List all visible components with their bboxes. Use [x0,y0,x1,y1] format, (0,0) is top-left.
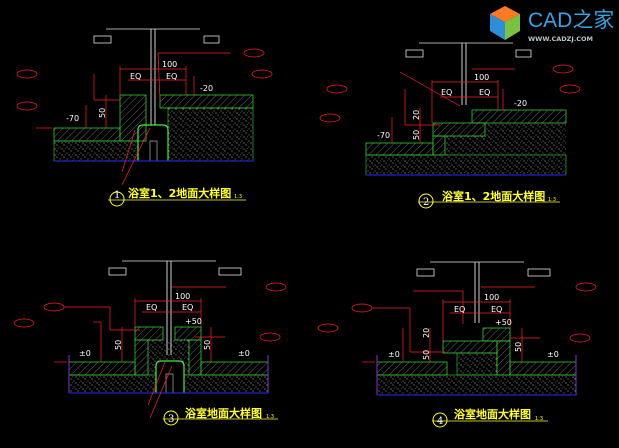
level-mark-a: +50 [185,317,202,326]
dim-width: 100 [474,73,489,82]
room-label-box [108,267,127,276]
detail-scale: 1:3 [548,197,556,203]
detail-title: 浴室1、2地面大样图 [442,189,545,203]
level-mark-b-right: ±0 [547,350,559,359]
logo-url: WWW.CADZJ.COM [528,35,593,43]
level-mark-b-left: ±0 [388,350,400,359]
detail-panel-4: 100 EQ EQ +50 ±0 ±0 20 50 50 4 浴室地面大样图 1… [317,261,597,428]
level-mark-b: -70 [377,131,390,140]
detail-panel-2: 100 EQ EQ -20 -70 20 50 2 浴室1、2地面大样图 1:3 [319,42,581,209]
detail-number: 4 [437,416,443,427]
level-mark-a: -20 [514,99,527,108]
dim-eq-left: EQ [146,303,157,312]
detail-number: 1 [114,190,120,201]
dim-height-right: 50 [514,342,523,352]
dim-width: 100 [162,60,177,69]
dim-height-a: 20 [422,328,431,338]
room-label-box [416,268,435,277]
room-label-box [527,268,551,277]
detail-scale: 1:3 [535,416,543,422]
dim-height-left: 50 [114,340,123,350]
level-mark-b: -70 [66,114,79,123]
dim-width: 100 [484,293,499,302]
dim-width: 100 [175,292,190,301]
detail-number: 2 [423,197,429,208]
detail-panel-1: 100 EQ EQ -20 -70 50 1 浴室1、2地面大样图 1:3 [16,28,273,207]
detail-scale: 1:3 [266,414,274,420]
dim-height-right: 50 [203,340,212,350]
level-mark-a: -20 [200,84,213,93]
dim-eq-right: EQ [491,305,502,314]
detail-panel-3: 100 EQ EQ +50 ±0 ±0 50 50 3 浴室地面大样图 1:3 [13,260,287,426]
dim-eq-right: EQ [166,72,177,81]
room-label-box [218,267,242,276]
room-label-box [93,35,112,44]
dim-height-b: 50 [412,130,421,140]
cadzj-logo[interactable]: CAD之家 WWW.CADZJ.COM [490,6,614,43]
detail-number: 3 [168,414,174,425]
detail-title: 浴室1、2地面大样图 [128,186,231,200]
dim-height: 50 [98,108,107,118]
logo-cube-icon [490,6,520,40]
dim-height-a: 20 [412,110,421,120]
level-mark-b-left: ±0 [79,349,91,358]
detail-title: 浴室地面大样图 [185,406,262,420]
level-mark-b-right: ±0 [238,349,250,358]
room-label-box [203,35,220,44]
dim-eq-left: EQ [454,305,465,314]
dim-eq-left: EQ [441,88,452,97]
dim-eq-right: EQ [479,88,490,97]
dim-eq-right: EQ [182,303,193,312]
detail-scale: 1:3 [234,194,242,200]
detail-title: 浴室地面大样图 [454,407,531,421]
room-label-box [405,49,424,58]
logo-name: CAD之家 [528,9,614,32]
room-label-box [515,49,532,58]
dim-eq-left: EQ [130,72,141,81]
dim-height-b: 50 [422,350,431,360]
level-mark-a: +50 [495,318,512,327]
